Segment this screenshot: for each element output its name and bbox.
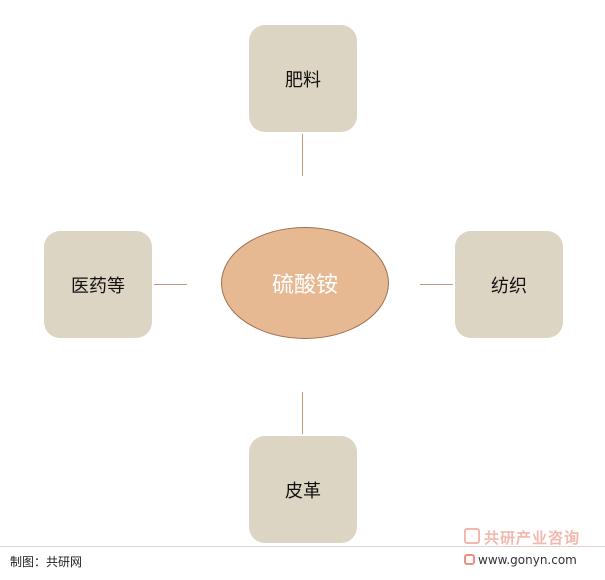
node-right-label: 纺织 bbox=[491, 275, 527, 297]
node-left-label: 医药等 bbox=[71, 275, 125, 297]
node-bottom: 皮革 bbox=[249, 436, 357, 543]
connector-top bbox=[302, 134, 303, 176]
node-top: 肥料 bbox=[249, 25, 357, 132]
watermark-url: www.gonyn.com bbox=[478, 553, 577, 567]
watermark-url-row: www.gonyn.com bbox=[464, 553, 577, 567]
node-left: 医药等 bbox=[44, 231, 152, 338]
connector-left bbox=[154, 284, 187, 285]
watermark-dots bbox=[492, 546, 586, 550]
watermark-brand: 共研产业咨询 bbox=[484, 529, 581, 547]
watermark: 共研产业咨询 www.gonyn.com bbox=[464, 528, 600, 574]
node-bottom-label: 皮革 bbox=[285, 480, 321, 502]
footer-credit: 制图：共研网 bbox=[10, 555, 83, 569]
center-node-label: 硫酸铵 bbox=[271, 273, 338, 298]
center-node: 硫酸铵 bbox=[221, 227, 389, 339]
watermark-url-icon bbox=[464, 554, 475, 565]
node-right: 纺织 bbox=[455, 231, 563, 338]
footer-divider bbox=[0, 546, 605, 547]
node-top-label: 肥料 bbox=[285, 69, 321, 91]
watermark-logo-icon bbox=[464, 528, 480, 544]
connector-bottom bbox=[302, 392, 303, 434]
connector-right bbox=[420, 284, 453, 285]
